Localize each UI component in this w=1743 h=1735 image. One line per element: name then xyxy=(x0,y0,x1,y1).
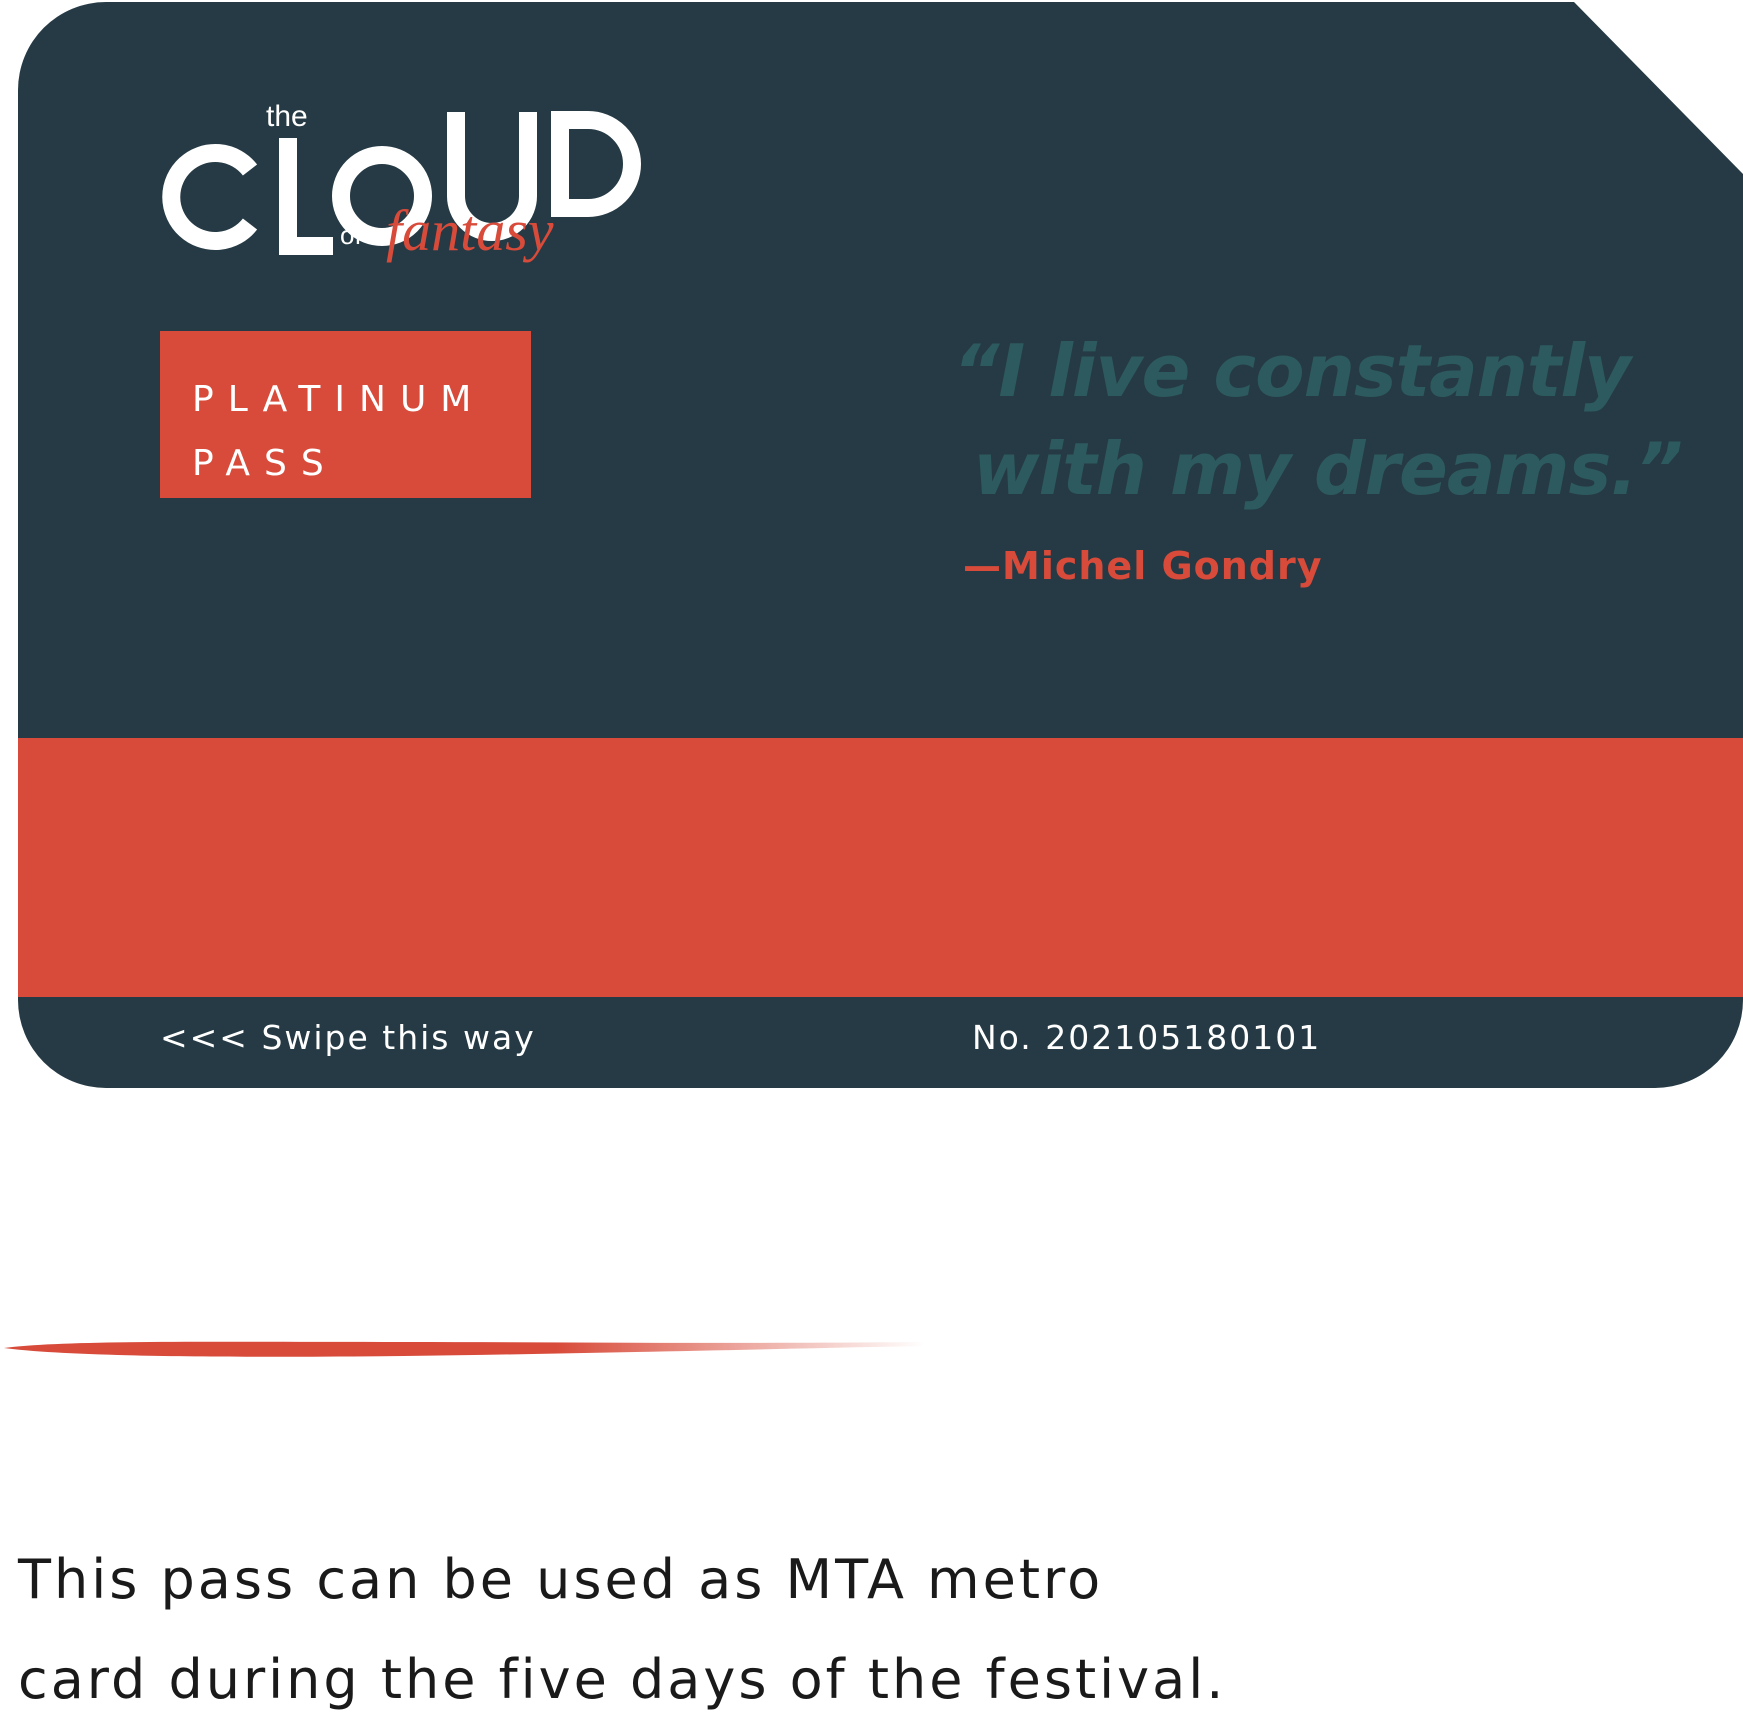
logo-the: the xyxy=(266,100,308,133)
logo-of: of xyxy=(340,220,362,250)
logo-fantasy: fantasy xyxy=(386,198,554,263)
logo-letter-d xyxy=(551,111,641,217)
metro-card: the of fantasy PLATINUM PASS “I live con… xyxy=(18,2,1743,1088)
caption-line-1: This pass can be used as MTA metro xyxy=(18,1548,1104,1611)
badge-line-1: PLATINUM xyxy=(192,379,486,420)
quote: “I live constantly with my dreams.” xyxy=(953,322,1733,518)
quote-line-1: “I live constantly xyxy=(953,329,1631,413)
card-serial-number: No. 202105180101 xyxy=(972,1018,1322,1057)
brush-stroke-divider xyxy=(4,1341,924,1357)
quote-author: —Michel Gondry xyxy=(963,544,1323,588)
brush-stroke xyxy=(4,1341,924,1357)
logo-letter-c xyxy=(162,144,258,250)
caption: This pass can be used as MTA metro card … xyxy=(18,1530,1226,1730)
logo-letter-l xyxy=(279,138,333,255)
platinum-pass-badge: PLATINUM PASS xyxy=(160,331,531,498)
badge-line-2: PASS xyxy=(192,443,338,484)
magnetic-stripe xyxy=(18,738,1743,997)
cloud-of-fantasy-logo: the of fantasy xyxy=(158,98,678,288)
logo-letter-u xyxy=(447,112,537,241)
quote-line-2: with my dreams.” xyxy=(973,427,1683,511)
logo-letter-o xyxy=(332,146,432,246)
logo-graphic: the of fantasy xyxy=(162,100,641,263)
caption-line-2: card during the five days of the festiva… xyxy=(18,1648,1227,1711)
swipe-instruction: <<< Swipe this way xyxy=(160,1018,536,1057)
